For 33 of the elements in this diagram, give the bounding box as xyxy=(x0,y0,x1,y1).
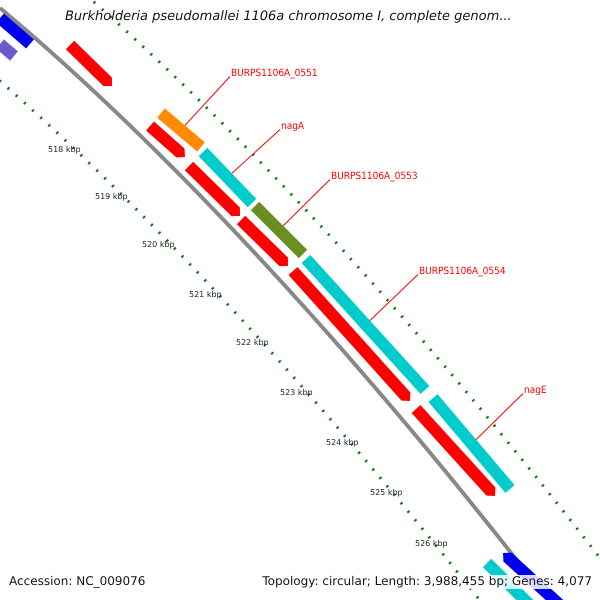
gene-bar xyxy=(412,405,496,496)
tick-label: 523 kbp xyxy=(280,388,313,398)
leader-line xyxy=(282,179,330,226)
tick-label: 522 kbp xyxy=(236,338,269,348)
gene-bar xyxy=(236,216,288,266)
leader-line xyxy=(184,76,230,126)
tick-label: 518 kbp xyxy=(48,145,81,154)
accession-text: Accession: NC_009076 xyxy=(9,575,146,589)
tick-label: 521 kbp xyxy=(189,290,222,300)
tick-label: 526 kbp xyxy=(415,539,448,548)
tick-label: 519 kbp xyxy=(95,192,128,202)
leader-line xyxy=(231,129,280,174)
gene-bar xyxy=(198,148,256,208)
leader-line xyxy=(369,274,418,321)
tick-label: 525 kbp xyxy=(370,488,403,498)
tick-label: 520 kbp xyxy=(142,240,175,250)
gene-bar xyxy=(250,202,308,258)
gene-bar xyxy=(428,394,515,493)
gene-label: BURPS1106A_0554 xyxy=(419,266,506,278)
gene-label: BURPS1106A_0553 xyxy=(331,171,418,182)
gene-bar xyxy=(0,39,18,61)
gene-bar xyxy=(184,162,240,216)
gene-bar xyxy=(146,122,185,158)
gene-bar xyxy=(0,14,34,48)
summary-text: Topology: circular; Length: 3,988,455 bp; Genes: 4,077 xyxy=(262,575,592,589)
gene-bar xyxy=(66,40,112,86)
gene-label: nagA xyxy=(281,121,304,132)
title: Burkholderia pseudomallei 1106a chromosome I, complete genom... xyxy=(65,10,512,25)
gene-label: BURPS1106A_0551 xyxy=(231,68,318,80)
gene-label: nagE xyxy=(524,385,547,396)
leader-line xyxy=(476,393,524,440)
tick-label: 524 kbp xyxy=(326,438,359,448)
gene-bar xyxy=(157,108,205,152)
